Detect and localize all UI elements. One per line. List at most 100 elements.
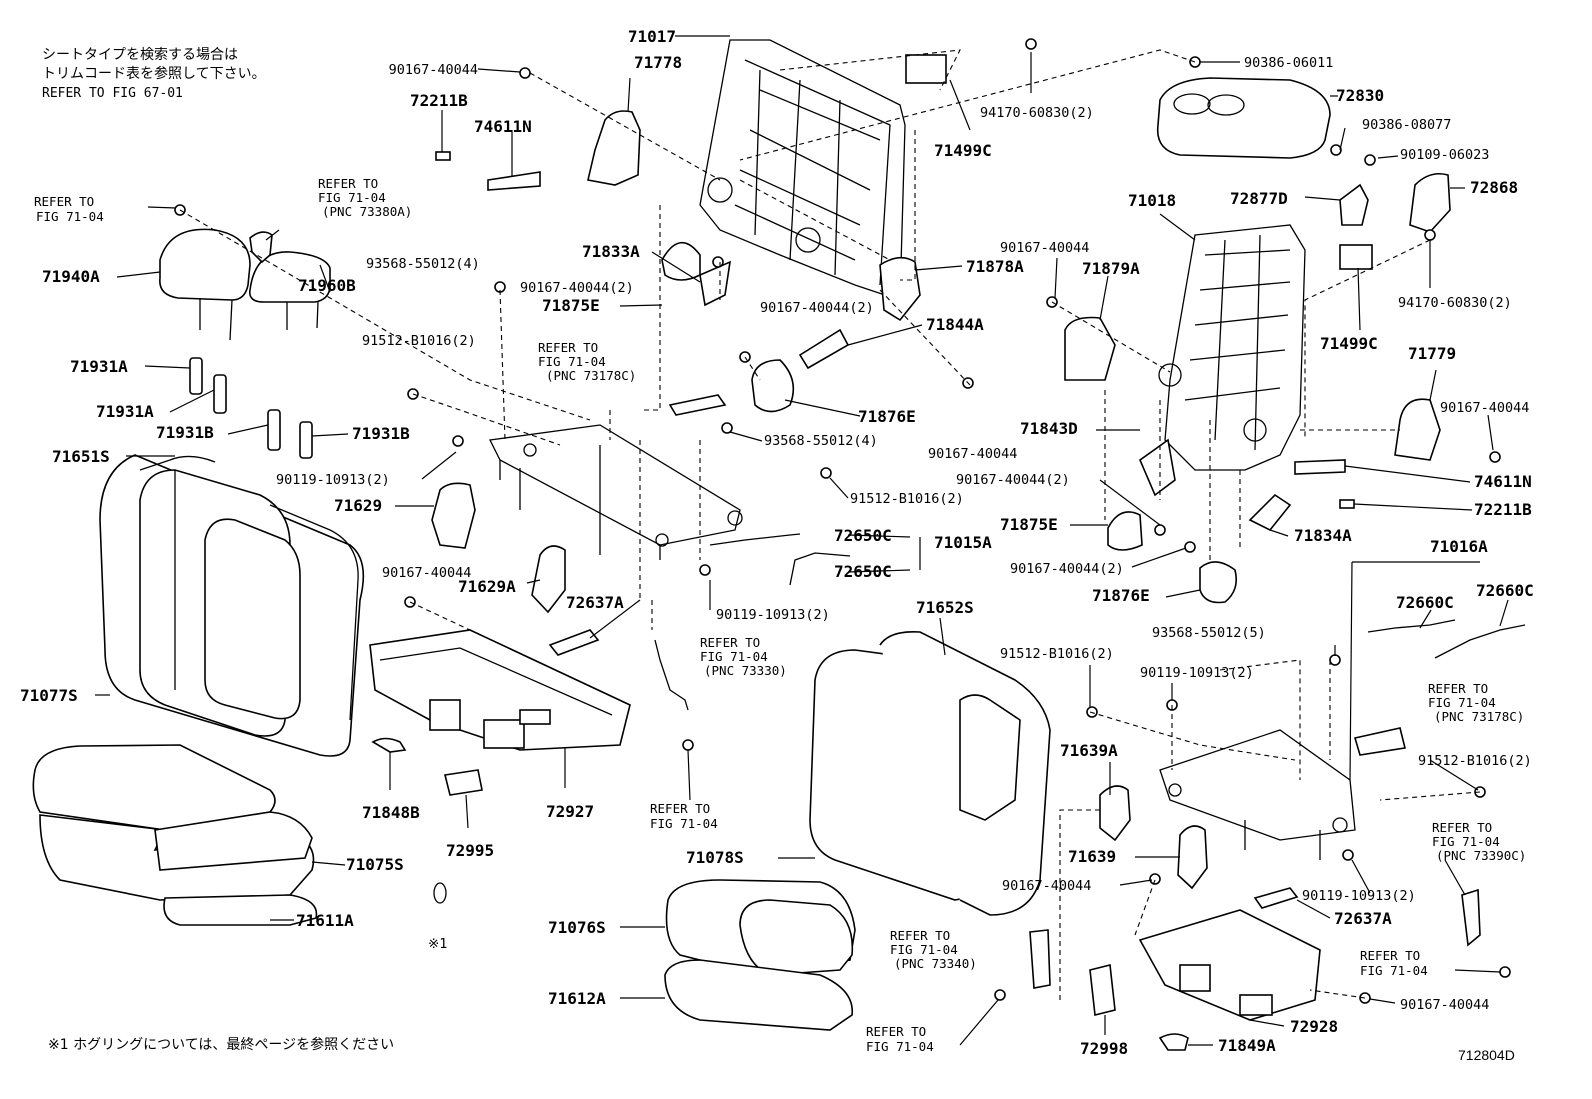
frame-71016a[interactable] <box>1159 729 1356 860</box>
headrest-71940a[interactable] <box>159 228 251 341</box>
frame-71015a[interactable] <box>489 424 743 560</box>
part-number-label[interactable]: 71652S <box>916 598 974 617</box>
part-number-label[interactable]: 71499C <box>1320 334 1378 353</box>
seat-pan-72928[interactable] <box>1138 909 1321 1021</box>
seat-pan-72927[interactable] <box>369 629 631 751</box>
part-number-label[interactable]: 71833A <box>582 242 640 261</box>
part-number-label[interactable]: 90167-40044 <box>389 62 478 78</box>
part-number-label[interactable]: 71931B <box>156 423 214 442</box>
seat-cushion-71076s[interactable] <box>664 879 856 1031</box>
reference-label[interactable]: FIG 71-04 <box>700 649 768 664</box>
part-number-label[interactable]: 71876E <box>1092 586 1150 605</box>
cover-71629a[interactable] <box>531 545 566 614</box>
part-number-label[interactable]: 90167-40044 <box>382 565 471 581</box>
armrest-72830[interactable] <box>1156 77 1331 159</box>
part-number-label[interactable]: 72211B <box>410 91 468 110</box>
seatback-71652s[interactable] <box>809 630 1051 916</box>
part-number-label[interactable]: 72998 <box>1080 1039 1128 1058</box>
part-number-label[interactable]: 71077S <box>20 686 78 705</box>
part-number-label[interactable]: 71844A <box>926 315 984 334</box>
part-number-label[interactable]: 71876E <box>858 407 916 426</box>
reference-label[interactable]: (PNC 73390C) <box>1436 848 1526 863</box>
part-number-label[interactable]: 71078S <box>686 848 744 867</box>
part-number-label[interactable]: 90167-40044(2) <box>520 280 634 296</box>
part-number-label[interactable]: 71016A <box>1430 537 1488 556</box>
part-number-label[interactable]: 72830 <box>1336 86 1384 105</box>
reference-label[interactable]: REFER TO <box>34 194 94 209</box>
reference-label[interactable]: FIG 71-04 <box>650 816 718 831</box>
part-number-label[interactable]: 71940A <box>42 267 100 286</box>
cover-71878a[interactable] <box>879 256 921 322</box>
strap-74611n-right[interactable] <box>1294 459 1346 475</box>
headrest-guides[interactable] <box>189 357 313 459</box>
part-number-label[interactable]: 90119-10913(2) <box>276 472 390 488</box>
reference-label[interactable]: REFER TO <box>318 176 378 191</box>
part-number-label[interactable]: 94170-60830(2) <box>980 105 1094 121</box>
part-number-label[interactable]: 90167-40044 <box>928 446 1017 462</box>
part-number-label[interactable]: 72927 <box>546 802 594 821</box>
seatback-71651s[interactable] <box>99 454 365 757</box>
cover-71629[interactable] <box>431 482 476 549</box>
part-number-label[interactable]: 90119-10913(2) <box>1302 888 1416 904</box>
part-number-label[interactable]: 90386-08077 <box>1362 117 1451 133</box>
part-number-label[interactable]: 71879A <box>1082 259 1140 278</box>
buckle-73330[interactable] <box>654 639 689 711</box>
bracket-72637a-left[interactable] <box>548 629 600 656</box>
part-number-label[interactable]: 72928 <box>1290 1017 1338 1036</box>
part-number-label[interactable]: 91512-B1016(2) <box>1418 753 1532 769</box>
part-number-label[interactable]: 93568-55012(4) <box>366 256 480 272</box>
part-number-label[interactable]: 90386-06011 <box>1244 55 1333 71</box>
clip-71848b[interactable] <box>371 737 407 753</box>
reference-label[interactable]: REFER TO <box>866 1024 926 1039</box>
refer-fig-note[interactable]: REFER TO FIG 67-01 <box>42 86 183 101</box>
reference-label[interactable]: FIG 71-04 <box>890 942 958 957</box>
reference-label[interactable]: REFER TO <box>538 340 598 355</box>
part-number-label[interactable]: 72877D <box>1230 189 1288 208</box>
part-number-label[interactable]: 71849A <box>1218 1036 1276 1055</box>
cover-71639[interactable] <box>1177 825 1208 890</box>
seatback-frame-71018[interactable] <box>1158 224 1306 471</box>
part-number-label[interactable]: 90119-10913(2) <box>716 607 830 623</box>
part-number-label[interactable]: 72650C <box>834 526 892 545</box>
cover-71639a[interactable] <box>1099 785 1131 842</box>
part-number-label[interactable]: 72637A <box>1334 909 1392 928</box>
hinge-cover-71779[interactable] <box>1394 398 1441 461</box>
part-number-label[interactable]: 94170-60830(2) <box>1398 295 1512 311</box>
part-number-label[interactable]: ※1 <box>428 936 447 952</box>
bracket-71833a[interactable] <box>699 260 732 307</box>
part-number-label[interactable]: 71629A <box>458 577 516 596</box>
part-number-label[interactable]: 71778 <box>634 53 682 72</box>
clip-72211b-right[interactable] <box>1339 499 1355 509</box>
cover-72868[interactable] <box>1409 172 1451 233</box>
part-number-label[interactable]: 74611N <box>474 117 532 136</box>
part-number-label[interactable]: 71629 <box>334 496 382 515</box>
reference-label[interactable]: FIG 71-04 <box>36 209 104 224</box>
seatback-frame-71017[interactable] <box>699 39 906 301</box>
reference-label[interactable]: FIG 71-04 <box>318 190 386 205</box>
part-number-label[interactable]: 90167-40044(2) <box>1010 561 1124 577</box>
reference-label[interactable]: REFER TO <box>1432 820 1492 835</box>
part-number-label[interactable]: 74611N <box>1474 472 1532 491</box>
buckle-73340[interactable] <box>1029 929 1051 989</box>
part-number-label[interactable]: 71018 <box>1128 191 1176 210</box>
headrest-71960b[interactable] <box>248 251 331 330</box>
reference-label[interactable]: REFER TO <box>1428 681 1488 696</box>
bracket-71843d[interactable] <box>1139 438 1176 497</box>
wire-72660c[interactable] <box>1367 619 1456 633</box>
part-number-label[interactable]: 71843D <box>1020 419 1078 438</box>
latch-71499c-top[interactable] <box>905 54 947 84</box>
part-number-label[interactable]: 71017 <box>628 27 676 46</box>
part-number-label[interactable]: 72637A <box>566 593 624 612</box>
part-number-label[interactable]: 71611A <box>296 911 354 930</box>
reference-label[interactable]: REFER TO <box>890 928 950 943</box>
reference-label[interactable]: (PNC 73380A) <box>322 204 412 219</box>
cover-71844a[interactable] <box>798 328 850 370</box>
part-number-label[interactable]: 71076S <box>548 918 606 937</box>
bracket-71834a[interactable] <box>1248 493 1292 532</box>
hinge-cover-71778[interactable] <box>587 110 641 186</box>
plate-73178c-right[interactable] <box>1353 727 1406 756</box>
part-number-label[interactable]: 93568-55012(4) <box>764 433 878 449</box>
hog-ring[interactable] <box>433 882 447 904</box>
part-number-label[interactable]: 90167-40044(2) <box>760 300 874 316</box>
part-number-label[interactable]: 93568-55012(5) <box>1152 625 1266 641</box>
